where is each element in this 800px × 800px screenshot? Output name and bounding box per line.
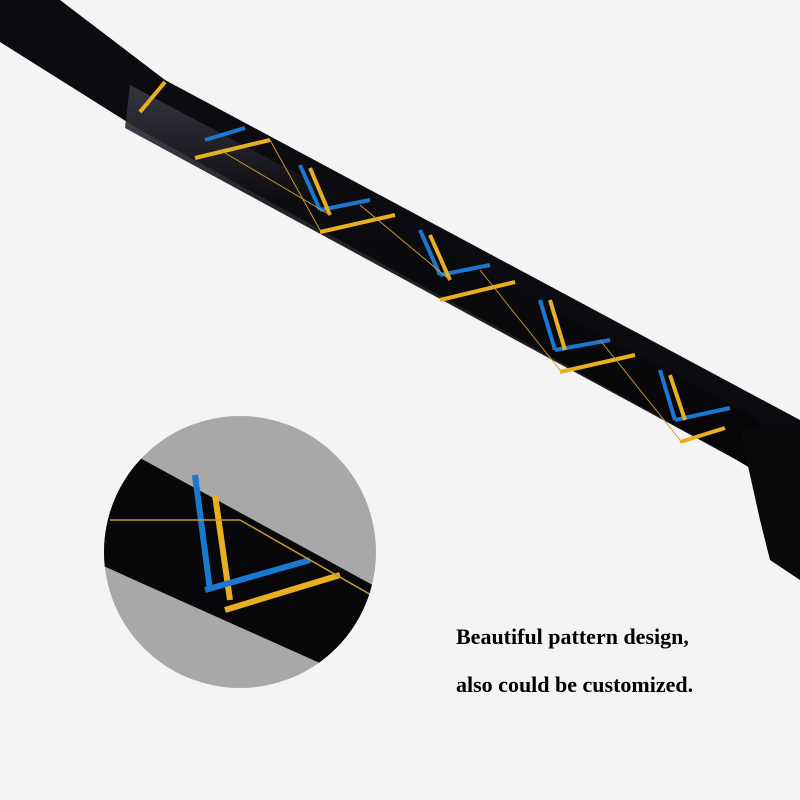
fishing-rod xyxy=(0,0,800,580)
detail-inset xyxy=(104,416,376,688)
thread-pattern xyxy=(138,80,731,444)
caption-line-2: also could be customized. xyxy=(456,672,694,697)
rod-handle xyxy=(740,420,800,580)
caption-line-1: Beautiful pattern design, xyxy=(456,624,689,649)
